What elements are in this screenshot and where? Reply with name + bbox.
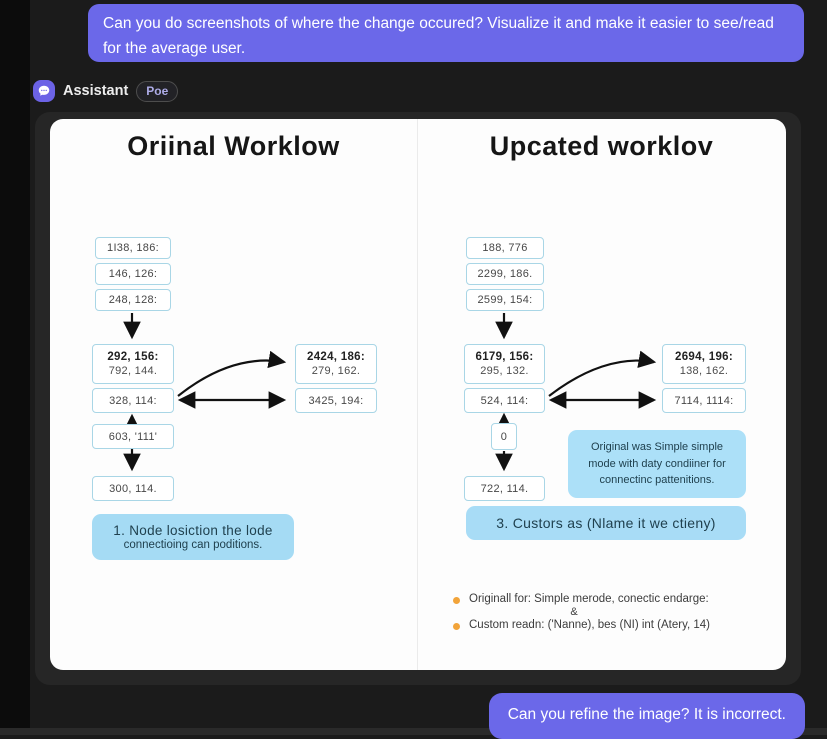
assistant-header: Assistant Poe [33, 79, 179, 103]
node-box: 3425, 194: [295, 388, 377, 413]
user-message-text-2: Can you refine the image? It is incorrec… [507, 706, 786, 723]
node-box: 146, 126: [95, 263, 171, 285]
node-box: 300, 114. [92, 476, 174, 501]
bullet-dot-icon [453, 623, 460, 630]
user-message-bubble: Can you do screenshots of where the chan… [88, 4, 804, 62]
right-side-note: Original was Simple simple mode with dat… [568, 430, 746, 498]
generated-image[interactable]: Oriinal Worklow Upcated worklov [50, 119, 786, 670]
node-box-zero: 0 [491, 423, 517, 450]
user-message-bubble-2: Can you refine the image? It is incorrec… [488, 693, 805, 739]
poe-badge[interactable]: Poe [136, 80, 179, 102]
right-diagram-title: Upcated worklov [489, 131, 714, 161]
node-box: 2424, 186: 279, 162. [295, 344, 377, 384]
left-note: 1. Node losiction the lode connectioing … [92, 514, 294, 560]
node-box: 1I38, 186: [95, 237, 171, 259]
user-message-text: Can you do screenshots of where the chan… [103, 15, 774, 58]
bullet-item: Originall for: Simple merode, conectic e… [453, 593, 773, 605]
bullet-dot-icon [453, 597, 460, 604]
left-diagram-title: Oriinal Worklow [127, 131, 340, 161]
assistant-label: Assistant [63, 83, 129, 99]
legend-bullets: Originall for: Simple merode, conectic e… [453, 593, 773, 631]
node-box: 188, 776 [466, 237, 544, 259]
node-box: 524, 114: [464, 388, 545, 413]
node-box: 2599, 154: [466, 289, 544, 311]
node-box: 248, 128: [95, 289, 171, 311]
node-box: 6179, 156: 295, 132. [464, 344, 545, 384]
sidebar-gutter [0, 0, 30, 735]
node-box: 328, 114: [92, 388, 174, 413]
bullet-item: Custom readn: ('Nanne), bes (NI) int (At… [453, 619, 773, 631]
input-bar-edge [0, 728, 827, 735]
image-message-card: Oriinal Worklow Upcated worklov [35, 112, 801, 685]
ampersand: & [570, 606, 578, 618]
panel-divider [417, 119, 418, 670]
node-box: 7114, 1114: [662, 388, 746, 413]
node-box: 292, 156: 792, 144. [92, 344, 174, 384]
right-callout: 3. Custors as (Nlame it we ctieny) [466, 506, 746, 540]
node-box: 603, '111' [92, 424, 174, 449]
chat-bubble-icon [38, 85, 50, 96]
node-box: 2694, 196: 138, 162. [662, 344, 746, 384]
node-box: 2299, 186. [466, 263, 544, 285]
node-box: 722, 114. [464, 476, 545, 501]
poe-avatar [33, 80, 55, 102]
